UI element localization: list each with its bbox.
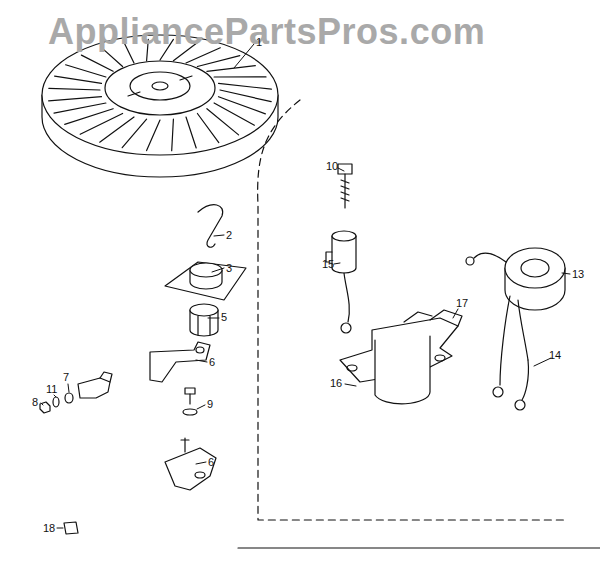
flywheel-fin [147,120,160,151]
nut [190,304,218,336]
small-block [64,522,78,534]
spring-clip [198,205,223,247]
screw [338,164,352,208]
ignition-coil [466,248,565,410]
flywheel-fin [197,114,218,143]
base-line [238,547,600,548]
flywheel-fin [54,103,106,113]
callout-number: 2 [226,229,232,241]
cam-plate [165,262,246,300]
group-boundary [258,100,565,520]
flywheel-fin [186,117,196,148]
flywheel [42,35,278,177]
base-plate [165,438,216,490]
flywheel-fin [65,109,113,125]
flywheel-fin [80,114,122,135]
contact-point [40,372,112,413]
leader-lines [41,44,570,528]
callout-number: 11 [46,383,57,395]
condenser [326,231,356,333]
flywheel-fin [81,55,113,71]
watermark: AppliancePartsPros.com [48,12,485,52]
flywheel-fin [219,83,272,89]
flywheel-fin [214,76,266,77]
callout-number: 15 [322,258,334,270]
callout-number: 13 [572,268,584,280]
callout-number: 14 [549,349,561,361]
callout-number: 18 [43,522,55,534]
flywheel-fin [197,56,239,67]
flywheel-fin [219,97,266,114]
callout-number: 1 [256,36,262,48]
screw-washer [183,388,197,415]
flywheel-fin [207,109,239,135]
callout-number: 5 [221,311,227,323]
flywheel-fin [49,88,100,90]
flywheel-fin [100,117,134,142]
callout-number: 3 [226,262,232,274]
flywheel-fin [49,97,102,101]
callout-number: 9 [207,398,213,410]
callout-number: 7 [63,371,69,383]
flywheel-fin [66,65,106,77]
flywheel-fin [207,66,255,72]
callout-number: 10 [326,160,338,172]
flywheel-fin [55,76,102,83]
callout-number: 6 [209,356,215,368]
callout-number: 17 [456,297,468,309]
flywheel-fin [172,119,174,151]
callout-number: 16 [330,377,342,389]
breaker-arm [150,342,210,382]
coil-bracket [340,310,462,404]
callout-number: 8 [32,396,38,408]
flywheel-fin [214,103,254,125]
callout-number: 6 [208,456,214,468]
